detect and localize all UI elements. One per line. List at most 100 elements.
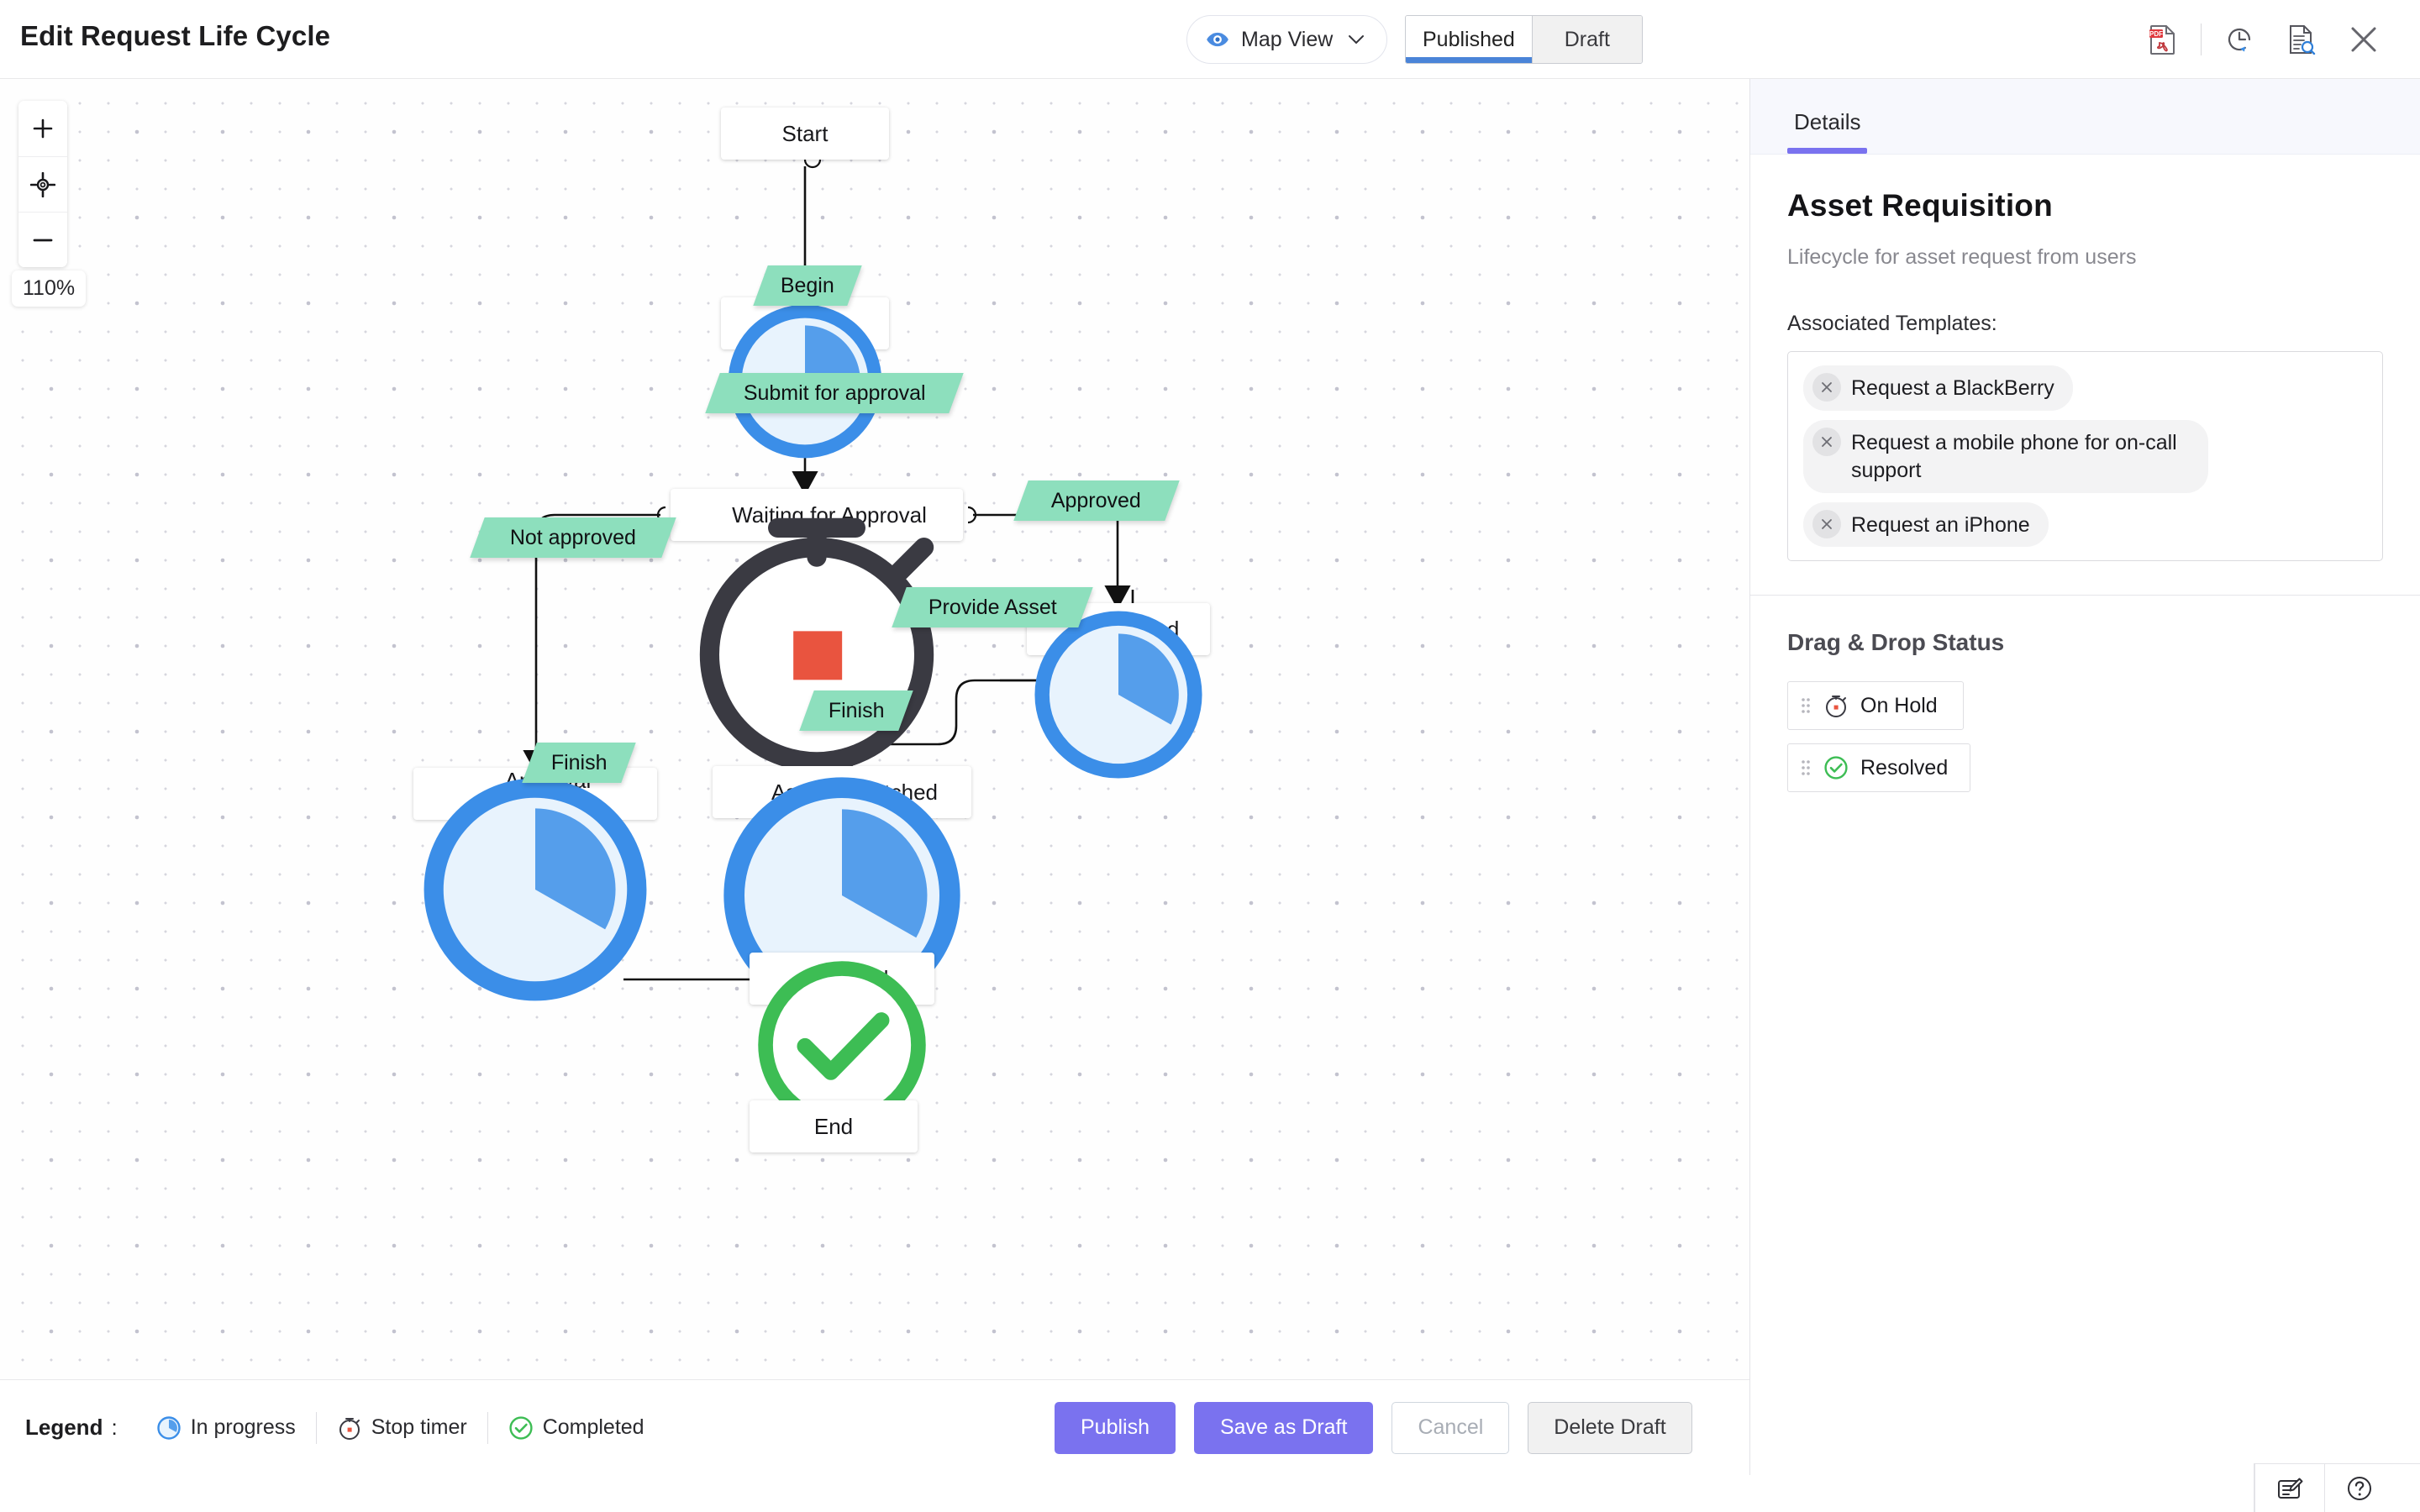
legend-divider [315, 1411, 317, 1444]
details-panel: Details Asset Requisition Lifecycle for … [1749, 79, 2420, 1475]
utility-divider [2324, 1463, 2325, 1512]
editor-footer: Legend : In progress Stop timer C [0, 1379, 1749, 1475]
transition-label: Approved [1051, 488, 1142, 512]
publish-button[interactable]: Publish [1055, 1401, 1176, 1454]
node-asset-dispatched[interactable]: Asset dispatched [713, 766, 971, 1014]
associated-templates-label: Associated Templates: [1787, 312, 1997, 335]
in-progress-icon [728, 304, 882, 459]
header-actions: PDF [2132, 0, 2395, 79]
pdf-export-icon[interactable]: PDF [2132, 8, 2194, 71]
legend-colon: : [111, 1415, 118, 1440]
node-label: Start [781, 120, 829, 146]
zoom-level-label[interactable]: 110% [12, 270, 87, 307]
transition-label: Begin [781, 273, 834, 297]
drag-drop-item-resolved[interactable]: Resolved [1787, 743, 1971, 792]
cancel-button: Cancel [1392, 1401, 1510, 1454]
page-title: Edit Request Life Cycle [20, 20, 331, 51]
transition-label: Finish [828, 698, 885, 722]
in-progress-icon [156, 1415, 182, 1441]
transition-label: Not approved [509, 525, 637, 549]
completed-icon [758, 961, 926, 1129]
map-view-selector[interactable]: Map View [1186, 15, 1388, 64]
legend-divider [487, 1411, 488, 1444]
node-waiting-for-approval[interactable]: Waiting for Approval [671, 489, 963, 772]
legend-item-in-progress: In progress [136, 1415, 316, 1441]
svg-text:PDF: PDF [2149, 30, 2163, 38]
legend-label: Completed [542, 1415, 644, 1439]
legend-label: In progress [190, 1415, 296, 1439]
drag-drop-item-on-hold[interactable]: On Hold [1787, 681, 1964, 730]
template-chip[interactable]: Request an iPhone [1803, 501, 2049, 547]
node-start[interactable]: Start [721, 108, 889, 160]
panel-tab-bar: Details [1750, 79, 2420, 155]
legend-label: Stop timer [371, 1415, 467, 1439]
delete-draft-button[interactable]: Delete Draft [1528, 1401, 1692, 1454]
zoom-controls [18, 101, 67, 267]
zoom-in-button[interactable] [18, 101, 67, 156]
transition-provide-asset[interactable]: Provide Asset [892, 587, 1093, 627]
transition-begin[interactable]: Begin [753, 265, 862, 306]
status-label: Resolved [1860, 755, 1949, 780]
in-progress-icon [424, 778, 647, 1001]
associated-templates-box[interactable]: Request a BlackBerry Request a mobile ph… [1787, 351, 2383, 561]
legend: Legend : In progress Stop timer C [25, 1411, 665, 1444]
transition-label: Finish [550, 750, 608, 774]
status-label: On Hold [1860, 693, 1938, 717]
drag-drop-status-title: Drag & Drop Status [1787, 629, 2005, 655]
lifecycle-description: Lifecycle for asset request from users [1787, 245, 2137, 269]
node-end[interactable]: End [750, 1100, 918, 1152]
remove-icon[interactable] [1812, 427, 1841, 456]
audit-document-icon[interactable] [2270, 8, 2333, 71]
stop-timer-icon [689, 502, 934, 772]
in-progress-icon [723, 777, 960, 1014]
legend-item-completed: Completed [488, 1415, 665, 1441]
utility-bar [2254, 1463, 2420, 1512]
panel-content: Asset Requisition Lifecycle for asset re… [1750, 155, 2420, 561]
footer-actions: Publish Save as Draft Cancel Delete Draf… [1055, 1401, 1692, 1454]
fit-to-screen-icon[interactable] [18, 156, 67, 212]
transition-submit-for-approval[interactable]: Submit for approval [705, 373, 964, 413]
transition-not-approved[interactable]: Not approved [470, 517, 676, 558]
save-as-draft-button[interactable]: Save as Draft [1194, 1401, 1374, 1454]
transition-approved[interactable]: Approved [1013, 480, 1180, 521]
chevron-down-icon [1344, 34, 1365, 45]
drag-drop-status-list: On Hold Resolved [1750, 656, 2420, 792]
remove-icon[interactable] [1812, 373, 1841, 402]
node-label: End [813, 1113, 854, 1139]
template-chip[interactable]: Request a BlackBerry [1803, 365, 2073, 411]
template-chip[interactable]: Request a mobile phone for on-call suppo… [1803, 419, 2208, 493]
help-question-icon[interactable] [2325, 1464, 2394, 1512]
header-divider [2201, 24, 2202, 55]
remove-icon[interactable] [1812, 509, 1841, 538]
lifecycle-name: Asset Requisition [1787, 188, 2053, 223]
stop-timer-icon [337, 1415, 362, 1441]
map-view-label: Map View [1241, 27, 1334, 51]
node-closed[interactable]: Closed [750, 953, 934, 1129]
drag-handle-icon[interactable] [1800, 695, 1812, 717]
tab-draft[interactable]: Draft [1531, 16, 1642, 63]
stop-timer-icon [1823, 693, 1849, 718]
feedback-edit-icon[interactable] [2255, 1464, 2324, 1512]
lifecycle-diagram: Start Open Waiting for Approval Approved [0, 79, 1749, 1379]
transition-label: Provide Asset [928, 595, 1057, 619]
legend-item-stop-timer: Stop timer [317, 1415, 487, 1441]
version-tabs: Published Draft [1405, 15, 1643, 64]
panel-divider [1750, 595, 2420, 596]
transition-finish-dispatch[interactable]: Finish [799, 690, 913, 731]
transition-finish-denied[interactable]: Finish [522, 743, 636, 783]
node-approval-denied[interactable]: Approval denied [413, 768, 657, 1001]
flow-canvas[interactable]: 110% [0, 79, 1749, 1379]
node-approved[interactable]: Approved [1027, 603, 1210, 779]
close-icon[interactable] [2333, 8, 2395, 71]
drag-handle-icon[interactable] [1800, 757, 1812, 779]
completed-icon [1823, 755, 1849, 780]
utility-divider [2254, 1463, 2255, 1512]
app-header: Edit Request Life Cycle Map View Publish… [0, 0, 2420, 79]
tab-published[interactable]: Published [1406, 16, 1532, 63]
transition-label: Submit for approval [743, 381, 926, 405]
history-icon[interactable] [2208, 8, 2270, 71]
in-progress-icon [1034, 611, 1202, 779]
zoom-out-button[interactable] [18, 212, 67, 267]
tab-details[interactable]: Details [1787, 109, 1868, 154]
